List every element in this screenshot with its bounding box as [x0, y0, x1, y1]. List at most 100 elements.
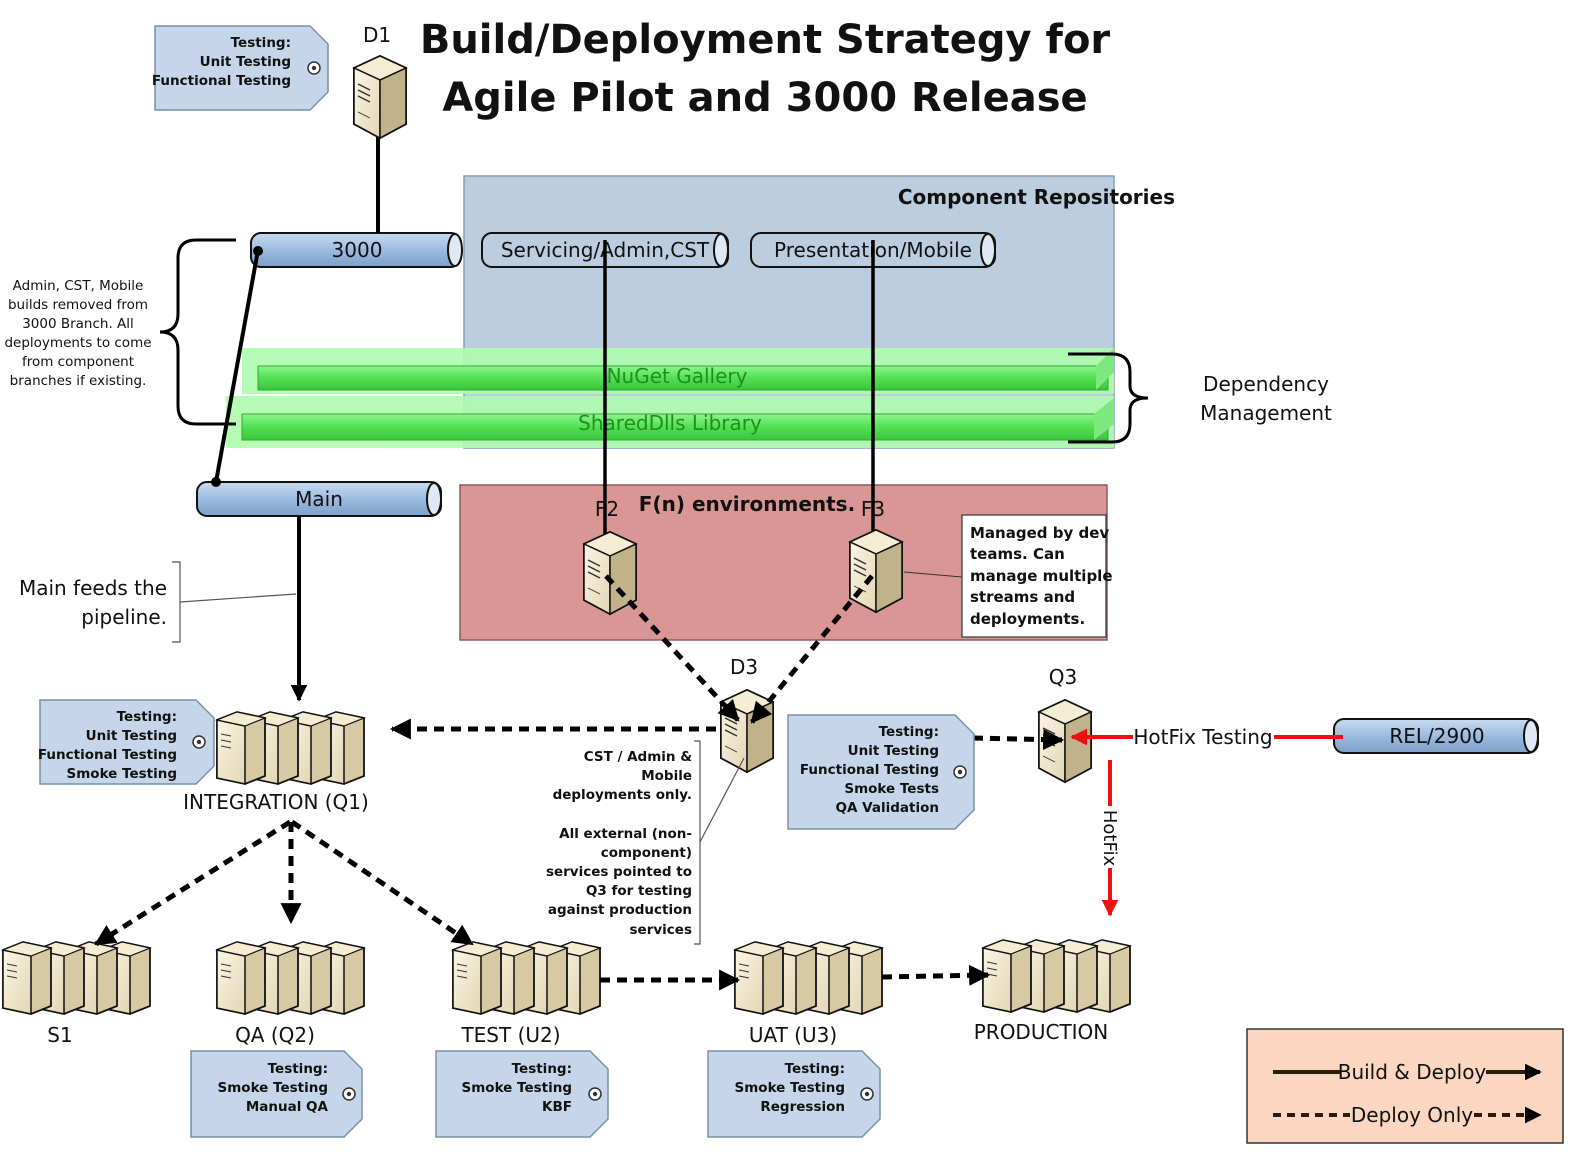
admin-note-line: branches if existing.	[10, 373, 147, 389]
arrow-integration-to-test	[290, 819, 474, 947]
cst-note-line: component)	[601, 845, 692, 861]
managed-note-line: teams. Can	[970, 545, 1065, 563]
testing-tag-qa: Testing: Smoke Testing Manual QA	[190, 1050, 363, 1138]
legend-deploy-only: Deploy Only	[1351, 1103, 1473, 1127]
arrow-uat-to-production	[881, 964, 991, 986]
dependency-label-line-2: Management	[1200, 401, 1332, 425]
nuget-gallery-bar	[242, 348, 1114, 394]
testing-tag-integration: Testing: Unit Testing Functional Testing…	[38, 699, 215, 785]
legend-build-deploy: Build & Deploy	[1338, 1060, 1487, 1084]
cst-note-line: services	[630, 922, 692, 938]
component-repositories-label: Component Repositories	[898, 185, 1175, 209]
server-test-label: TEST (U2)	[460, 1023, 560, 1047]
tag-line: Smoke Tests	[844, 781, 939, 797]
legend: Build & Deploy Deploy Only	[1246, 1028, 1564, 1144]
main-feeds-line: pipeline.	[81, 605, 167, 629]
shareddlls-library-bar	[226, 396, 1114, 448]
admin-note: Admin, CST, Mobile builds removed from 3…	[4, 278, 151, 389]
admin-note-line: from component	[22, 354, 134, 370]
server-rack-s1[interactable]	[2, 941, 151, 1015]
dependency-label-line-1: Dependency	[1203, 372, 1329, 396]
hotfix-testing-label: HotFix Testing	[1133, 725, 1272, 749]
admin-note-line: Admin, CST, Mobile	[13, 278, 144, 294]
managed-note-line: Managed by dev	[970, 524, 1109, 542]
testing-tag-uat: Testing: Smoke Testing Regression	[707, 1050, 881, 1138]
tag-line: Manual QA	[246, 1099, 329, 1115]
admin-note-line: builds removed from	[8, 297, 148, 313]
server-d3[interactable]	[720, 689, 774, 773]
tag-line: Unit Testing	[200, 54, 291, 70]
cst-note-line: Mobile	[641, 768, 692, 784]
server-d1-label: D1	[363, 23, 391, 47]
tag-line: Smoke Testing	[67, 766, 178, 782]
cst-note-line: CST / Admin &	[584, 749, 693, 765]
tag-line: QA Validation	[836, 800, 939, 816]
branch-3000-label: 3000	[332, 238, 383, 262]
main-feeds-line: Main feeds the	[19, 576, 167, 600]
arrow-d3-to-q3	[972, 729, 1065, 751]
server-rack-test[interactable]	[452, 941, 601, 1015]
admin-note-line: 3000 Branch. All	[22, 316, 134, 332]
cst-note-leader	[699, 757, 745, 843]
main-feeds-bracket	[172, 561, 181, 643]
arrow-integration-to-s1	[94, 819, 292, 947]
cst-note-line: Q3 for testing	[586, 883, 692, 899]
tag-line: Testing:	[268, 1061, 328, 1077]
server-qa-label: QA (Q2)	[235, 1023, 315, 1047]
legend-box	[1246, 1028, 1564, 1144]
server-f3-label: F3	[861, 497, 885, 521]
cst-note-bracket	[694, 740, 701, 945]
server-rack-uat[interactable]	[734, 941, 883, 1015]
tag-line: Functional Testing	[800, 762, 939, 778]
tag-line: Testing:	[512, 1061, 572, 1077]
server-production-label: PRODUCTION	[974, 1020, 1109, 1044]
tag-line: Testing:	[785, 1061, 845, 1077]
server-f2[interactable]	[583, 531, 637, 615]
tag-line: Regression	[760, 1099, 845, 1115]
branch-main-label: Main	[295, 487, 343, 511]
title-line-2: Agile Pilot and 3000 Release	[442, 75, 1087, 121]
testing-tag-d3: Testing: Unit Testing Functional Testing…	[787, 714, 975, 830]
managed-note-line: manage multiple	[970, 567, 1113, 585]
cst-note: CST / Admin & Mobile deployments only. A…	[546, 749, 692, 938]
main-feeds-leader	[179, 593, 297, 603]
tag-line: Smoke Testing	[462, 1080, 573, 1096]
branch-rel2900[interactable]: REL/2900	[1333, 718, 1539, 754]
managed-note-leader	[903, 571, 963, 578]
cst-note-line: against production	[548, 902, 692, 918]
tag-line: Testing:	[117, 709, 177, 725]
tag-line: Smoke Testing	[218, 1080, 329, 1096]
cst-note-line: All external (non-	[559, 826, 692, 842]
tag-line: KBF	[542, 1099, 572, 1115]
tag-line: Functional Testing	[152, 73, 291, 89]
server-d1[interactable]	[353, 55, 407, 139]
tag-line: Unit Testing	[86, 728, 177, 744]
cst-note-line: services pointed to	[546, 864, 692, 880]
managed-note-line: streams and	[970, 588, 1075, 606]
server-rack-production[interactable]	[982, 939, 1131, 1013]
line-3000-to-main	[214, 249, 260, 483]
server-s1-label: S1	[47, 1023, 72, 1047]
testing-tag-test: Testing: Smoke Testing KBF	[435, 1050, 609, 1138]
arrow-f3-to-d3	[750, 574, 874, 724]
connector-dot	[253, 246, 263, 256]
server-q3-label: Q3	[1049, 665, 1077, 689]
branch-main[interactable]: Main	[196, 481, 442, 517]
connector-dot	[211, 477, 221, 487]
server-rack-integration[interactable]	[216, 711, 365, 785]
managed-note-line: deployments.	[970, 610, 1085, 628]
tag-line: Testing:	[879, 724, 939, 740]
cst-note-line: deployments only.	[553, 787, 692, 803]
tag-line: Functional Testing	[38, 747, 177, 763]
arrow-f2-to-d3	[604, 574, 740, 722]
server-rack-qa[interactable]	[216, 941, 365, 1015]
branch-3000[interactable]: 3000	[250, 232, 463, 268]
server-f2-label: F2	[595, 497, 619, 521]
managed-note-box	[961, 514, 1107, 638]
admin-note-brace	[159, 238, 236, 426]
nuget-gallery-label: NuGet Gallery	[607, 364, 748, 388]
server-d3-label: D3	[730, 655, 758, 679]
server-f3[interactable]	[849, 529, 903, 613]
branch-rel2900-label: REL/2900	[1389, 724, 1484, 748]
